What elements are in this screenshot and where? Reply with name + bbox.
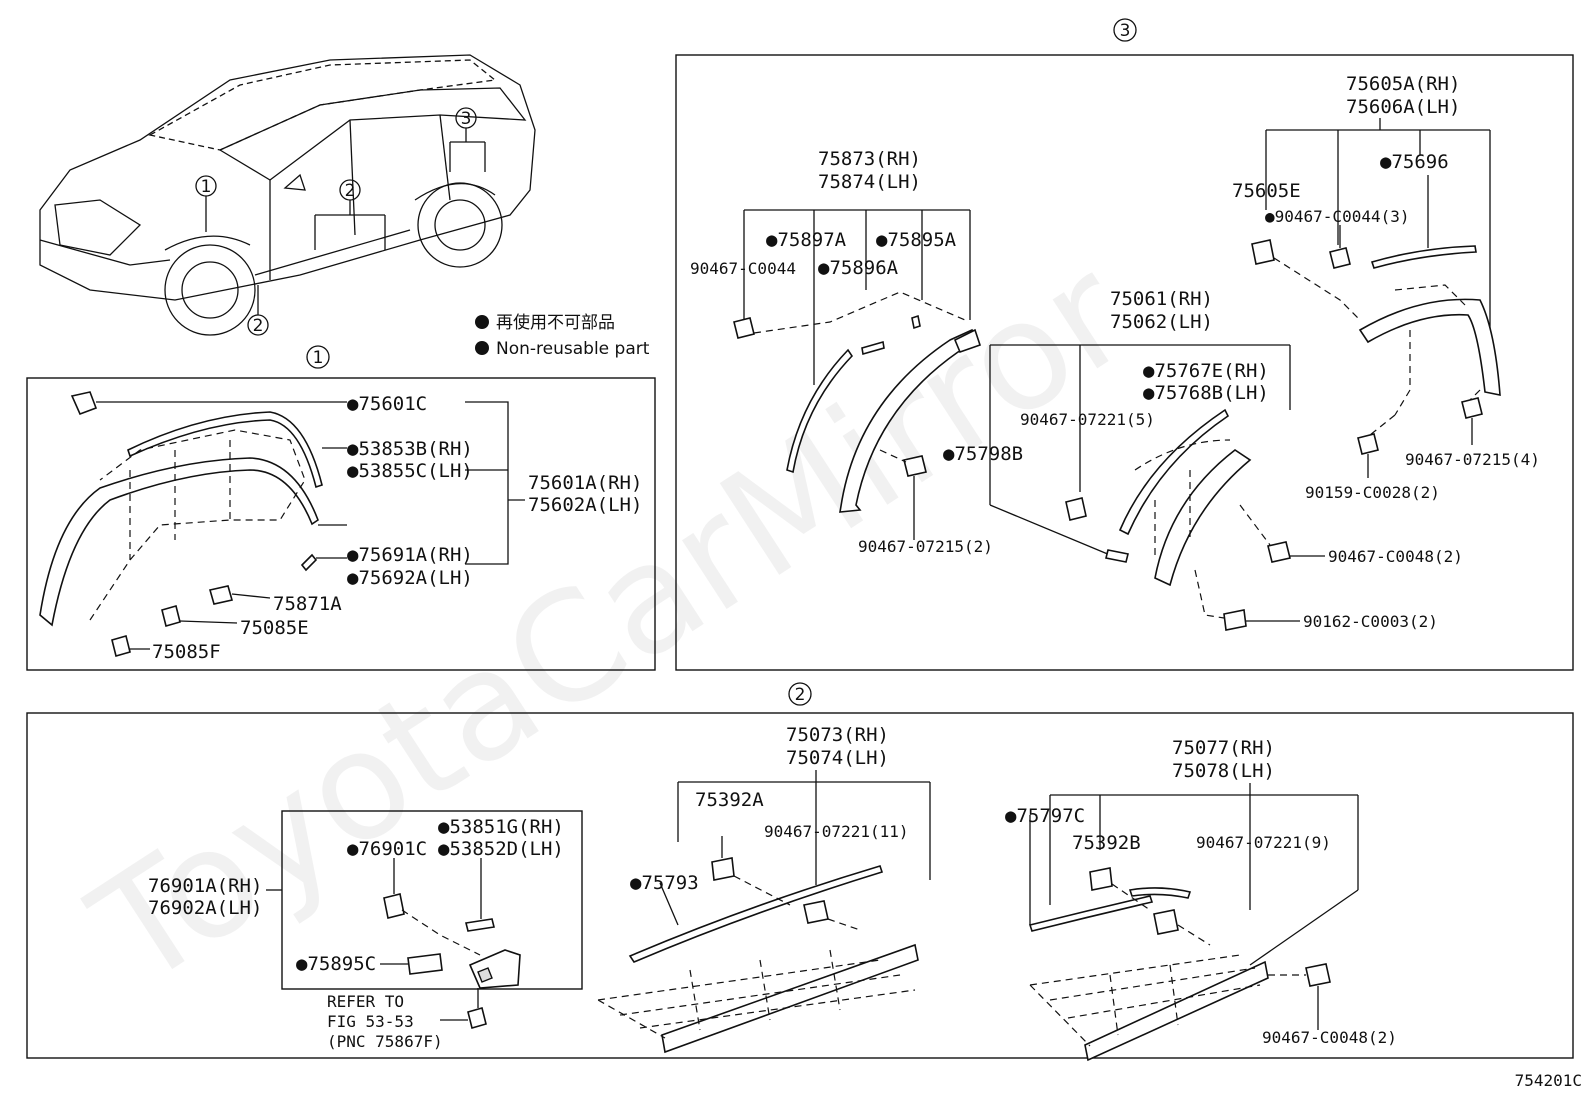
label-refer-fig[interactable]: FIG 53-53 [327,1012,414,1031]
label-90467-07215-2[interactable]: 90467-07215(2) [858,537,993,556]
label-75897A[interactable]: ●75897A [766,229,847,251]
figure-code: 754201C [1515,1071,1582,1090]
label-75696[interactable]: ●75696 [1380,151,1449,173]
section-3-frame [675,54,1574,671]
section-2-labels: 76901A(RH) 76902A(LH) ●53851G(RH) ●76901… [148,724,1397,1051]
label-75871A[interactable]: 75871A [273,593,342,615]
label-75798B[interactable]: ●75798B [943,443,1023,465]
svg-text:1: 1 [313,348,324,368]
label-90467-07215-4[interactable]: 90467-07215(4) [1405,450,1540,469]
overview-callout-2b[interactable]: 2 [247,285,269,336]
label-75797C[interactable]: ●75797C [1005,805,1085,827]
label-75602A[interactable]: 75602A(LH) [528,494,642,516]
section-3-labels: 75873(RH) 75874(LH) ●75897A ●75895A 9046… [690,73,1540,631]
label-76901C[interactable]: ●76901C [347,838,427,860]
svg-text:2: 2 [795,685,806,705]
label-75601C[interactable]: ●75601C [347,393,427,415]
label-75085F[interactable]: 75085F [152,641,221,663]
label-75061[interactable]: 75061(RH) [1110,288,1213,310]
label-75073[interactable]: 75073(RH) [786,724,889,746]
label-90467-07221-9[interactable]: 90467-07221(9) [1196,833,1331,852]
label-75873[interactable]: 75873(RH) [818,148,921,170]
section-1-parts [39,391,525,657]
label-refer-to: REFER TO [327,992,404,1011]
label-75062[interactable]: 75062(LH) [1110,311,1213,333]
label-90467-C0044-3[interactable]: ●90467-C0044(3) [1265,207,1410,226]
label-refer-pnc[interactable]: (PNC 75867F) [327,1032,443,1051]
label-75077[interactable]: 75077(RH) [1172,737,1275,759]
label-90162-C0003-2[interactable]: 90162-C0003(2) [1303,612,1438,631]
svg-text:2: 2 [253,316,264,336]
section-1-callout[interactable]: 1 [306,345,330,369]
svg-text:1: 1 [201,177,212,197]
label-90467-07221-5[interactable]: 90467-07221(5) [1020,410,1155,429]
label-75793[interactable]: ●75793 [630,872,699,894]
section-2-frame [26,712,1574,1059]
section-3-callout[interactable]: 3 [1113,18,1137,42]
vehicle-overview [39,54,536,336]
label-75874[interactable]: 75874(LH) [818,171,921,193]
label-75691A[interactable]: ●75691A(RH) [347,544,473,566]
section-2-parts [266,770,1359,1062]
section-3-parts [733,118,1501,631]
section-2-inner-box [281,810,583,990]
label-75601A[interactable]: 75601A(RH) [528,472,642,494]
label-75085E[interactable]: 75085E [240,617,309,639]
label-75605A[interactable]: 75605A(RH) [1346,73,1460,95]
label-75767E[interactable]: ●75767E(RH) [1143,360,1269,382]
label-75074[interactable]: 75074(LH) [786,747,889,769]
section-1-frame [26,377,656,671]
label-90467-C0048-2b[interactable]: 90467-C0048(2) [1262,1028,1397,1047]
label-75605E[interactable]: 75605E [1232,180,1301,202]
label-53855C[interactable]: ●53855C(LH) [347,460,473,482]
svg-text:3: 3 [461,109,472,129]
overview-callout-1[interactable]: 1 [195,175,217,232]
label-75895C[interactable]: ●75895C [296,953,376,975]
label-53852D[interactable]: ●53852D(LH) [438,838,564,860]
label-75896A[interactable]: ●75896A [818,257,899,279]
legend: 再使用不可部品 Non-reusable part [475,312,650,359]
label-75606A[interactable]: 75606A(LH) [1346,96,1460,118]
label-90467-C0044[interactable]: 90467-C0044 [690,259,796,278]
label-90159-C0028-2[interactable]: 90159-C0028(2) [1305,483,1440,502]
section-2-callout[interactable]: 2 [788,682,812,706]
svg-text:2: 2 [345,181,356,201]
section-1-labels: ●75601C ●53853B(RH) ●53855C(LH) 75601A(R… [152,393,642,663]
label-90467-07221-11[interactable]: 90467-07221(11) [764,822,909,841]
label-90467-C0048-2[interactable]: 90467-C0048(2) [1328,547,1463,566]
svg-text:3: 3 [1120,21,1131,41]
label-75078[interactable]: 75078(LH) [1172,760,1275,782]
label-53851G[interactable]: ●53851G(RH) [438,816,564,838]
svg-text:Non-reusable part: Non-reusable part [496,339,650,359]
overview-callout-2a[interactable]: 2 [314,179,386,250]
label-75392B[interactable]: 75392B [1072,832,1141,854]
label-75768B[interactable]: ●75768B(LH) [1143,382,1269,404]
label-75392A[interactable]: 75392A [695,789,764,811]
label-75692A[interactable]: ●75692A(LH) [347,567,473,589]
svg-text:再使用不可部品: 再使用不可部品 [496,312,615,333]
label-76902A[interactable]: 76902A(LH) [148,897,262,919]
label-76901A[interactable]: 76901A(RH) [148,875,262,897]
overview-callout-3[interactable]: 3 [449,107,486,172]
label-53853B[interactable]: ●53853B(RH) [347,438,473,460]
label-75895A[interactable]: ●75895A [876,229,957,251]
